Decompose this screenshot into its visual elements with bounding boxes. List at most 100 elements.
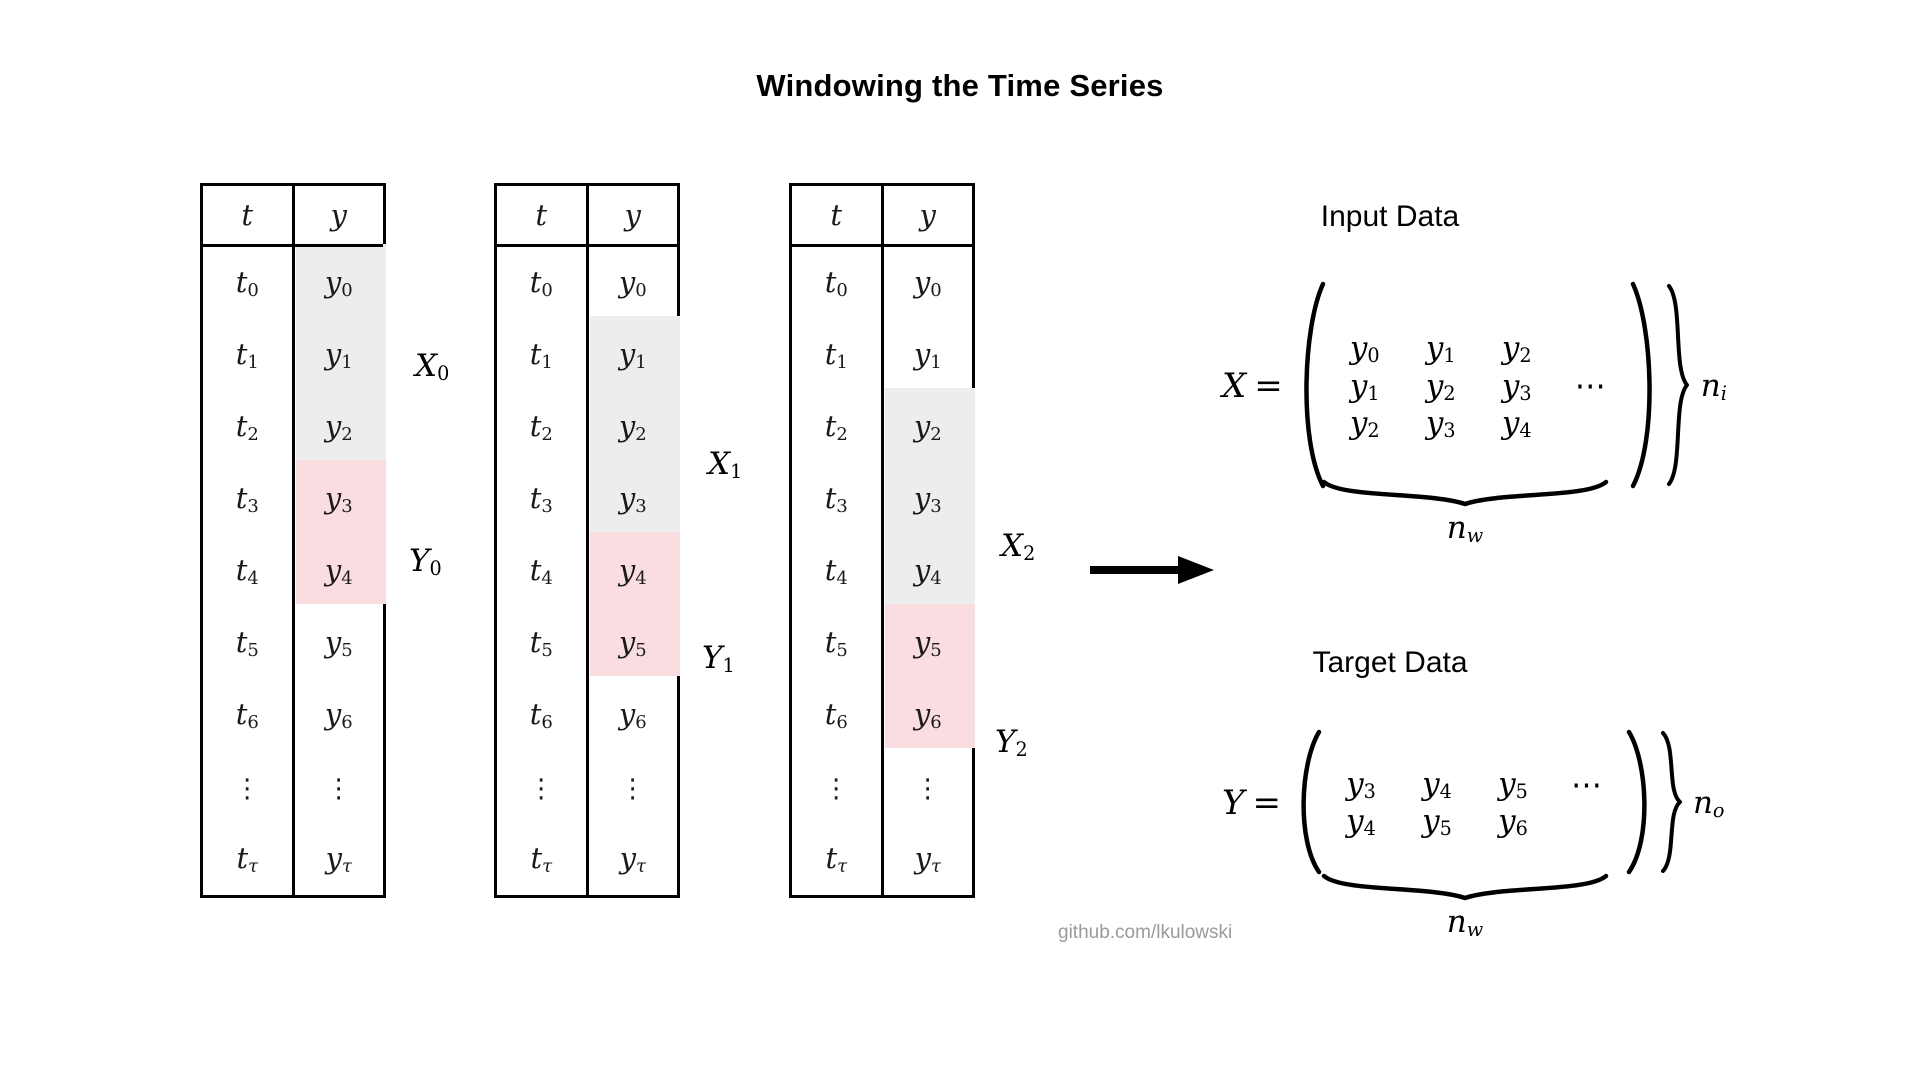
matrix-cell: y1	[1425, 330, 1456, 368]
cell-t3: t3	[497, 463, 589, 535]
table-row: t4 y4	[203, 535, 383, 607]
table-row: t3 y3	[497, 463, 677, 535]
cell-y2: y2	[913, 409, 942, 445]
cell-t2: t2	[792, 391, 884, 463]
page-title: Windowing the Time Series	[756, 68, 1164, 103]
cell-y1: y1	[913, 337, 942, 373]
right-paren-icon	[1625, 728, 1657, 878]
cell-y5: y5	[324, 625, 353, 661]
matrix-cell: y5	[1422, 803, 1452, 841]
header-cell-y: y	[293, 186, 383, 247]
cell-t3: t3	[792, 463, 884, 535]
table-row: t5 y5	[203, 607, 383, 679]
cell-y5: y5	[618, 625, 647, 661]
matrix-cell: y3	[1346, 765, 1376, 804]
cell-t-ellipsis: ⋮	[792, 751, 884, 823]
input-matrix-grid: y0 y1 y2 y1 y2 y3 ⋯ y2 y3 y4	[1327, 330, 1629, 442]
target-underbrace-icon	[1320, 872, 1610, 907]
matrix-cell: y3	[1501, 367, 1532, 405]
cell-y1: y1	[324, 337, 353, 373]
table-row: t2 y2	[203, 391, 383, 463]
table-row: t6 y6	[792, 679, 972, 751]
window-label-X0: X0	[415, 348, 450, 386]
time-series-table-window-0: t y t0 y0 t1 y1 t2 y2 t3 y3 t4 y4 t5 y5 …	[200, 183, 386, 898]
right-brace-icon	[1657, 729, 1685, 877]
cell-t4: t4	[792, 535, 884, 607]
matrix-cell: y0	[1349, 330, 1380, 368]
cell-y4: y4	[618, 553, 647, 589]
matrix-ellipsis-spacer	[1551, 804, 1625, 840]
input-matrix-symbol: X	[1222, 366, 1247, 407]
table-row: t1 y1	[792, 319, 972, 391]
matrix-cell: y2	[1501, 330, 1532, 368]
cell-t4: t4	[203, 535, 295, 607]
cell-y-ellipsis: ⋮	[325, 774, 352, 804]
matrix-row: y2 y3 y4	[1327, 405, 1629, 442]
cell-y-ellipsis: ⋮	[619, 774, 646, 804]
table-row: t6 y6	[203, 679, 383, 751]
cell-t6: t6	[497, 679, 589, 751]
target-matrix-equals: =	[1252, 783, 1281, 824]
input-underbrace-icon	[1320, 478, 1610, 513]
cell-y5: y5	[913, 625, 942, 661]
table-row: t6 y6	[497, 679, 677, 751]
header-cell-t: t	[792, 186, 884, 247]
matrix-cell: y4	[1346, 803, 1376, 841]
target-window-size-label: nw	[1446, 904, 1484, 942]
matrix-cell: y4	[1501, 404, 1532, 443]
cell-t5: t5	[497, 607, 589, 679]
table-row: t1 y1	[497, 319, 677, 391]
matrix-cell: y4	[1422, 765, 1452, 804]
window-label-Y1: Y1	[702, 640, 735, 678]
cell-t6: t6	[792, 679, 884, 751]
header-cell-y: y	[587, 186, 677, 247]
table-row: t0 y0	[792, 245, 972, 319]
cell-y6: y6	[324, 697, 353, 733]
cell-y0: y0	[324, 265, 353, 301]
right-paren-icon	[1629, 280, 1663, 492]
cell-y2: y2	[618, 409, 647, 445]
table-header-row: t y	[203, 186, 383, 247]
cell-t5: t5	[203, 607, 295, 679]
table-header-row: t y	[792, 186, 972, 247]
table-row: t2 y2	[497, 391, 677, 463]
cell-y4: y4	[324, 553, 353, 589]
table-row: t0 y0	[203, 245, 383, 319]
cell-t1: t1	[792, 319, 884, 391]
table-row: t4 y4	[497, 535, 677, 607]
table-row-ellipsis: ⋮ ⋮	[497, 751, 677, 823]
window-label-Y2: Y2	[995, 724, 1028, 762]
time-series-table-window-1: t y t0 y0 t1 y1 t2 y2 t3 y3 t4 y4 t5 y5 …	[494, 183, 680, 898]
cell-y0: y0	[618, 265, 647, 301]
input-window-size-label: nw	[1446, 510, 1484, 548]
table-row: t5 y5	[792, 607, 972, 679]
matrix-ellipsis: ⋯	[1574, 368, 1609, 405]
cell-t0: t0	[203, 245, 295, 319]
cell-t1: t1	[203, 319, 295, 391]
cell-y3: y3	[618, 481, 647, 517]
cell-y3: y3	[913, 481, 942, 517]
cell-y1: y1	[618, 337, 647, 373]
input-data-equation: X = y0 y1 y2 y1 y2 y3 ⋯ y2 y3 y	[1222, 280, 1727, 492]
cell-t1: t1	[497, 319, 589, 391]
matrix-row: y4 y5 y6	[1323, 803, 1625, 840]
input-matrix-equals: =	[1254, 366, 1283, 407]
matrix-row: y0 y1 y2	[1327, 330, 1629, 367]
left-paren-icon	[1293, 280, 1327, 492]
cell-y-tau: yτ	[325, 841, 352, 877]
cell-t-ellipsis: ⋮	[497, 751, 589, 823]
table-row: tτ yτ	[497, 823, 677, 895]
right-brace-icon	[1663, 282, 1693, 490]
header-cell-t: t	[497, 186, 589, 247]
window-label-X1: X1	[708, 446, 743, 484]
cell-t0: t0	[792, 245, 884, 319]
cell-y6: y6	[618, 697, 647, 733]
watermark-text: github.com/lkulowski	[1058, 922, 1233, 943]
table-row: t5 y5	[497, 607, 677, 679]
table-row: t3 y3	[792, 463, 972, 535]
cell-t4: t4	[497, 535, 589, 607]
matrix-ellipsis-spacer	[1555, 331, 1629, 367]
matrix-cell: y3	[1425, 404, 1456, 443]
header-cell-y: y	[882, 186, 972, 247]
target-row-count-label: no	[1692, 784, 1725, 822]
